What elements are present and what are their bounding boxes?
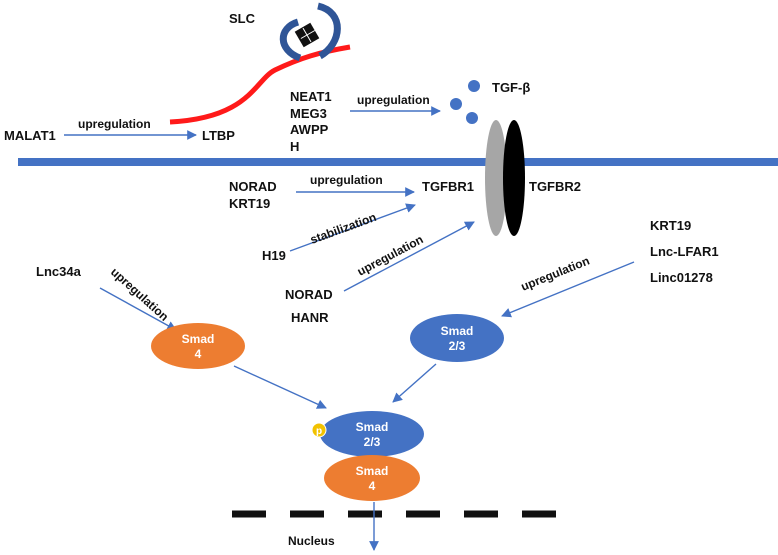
edge-label-norad-hanr-tgfbr1: upregulation [355,232,426,278]
arrow-norad-hanr-tgfbr1 [343,221,475,292]
edge-label-krt19-smad23: upregulation [519,254,592,294]
smad23-complex-node [320,411,424,457]
cell-membrane [18,158,778,166]
lnc34a-label: Lnc34a [36,264,82,279]
ltbp-label: LTBP [202,128,235,143]
tgf-beta-label: TGF-β [492,80,530,95]
krt19-left-label: KRT19 [229,196,270,211]
smad23-complex-line1: Smad [356,420,389,434]
smad4-complex-node [324,455,420,501]
malat1-label: MALAT1 [4,128,56,143]
h19-label: H19 [262,248,286,263]
smad4-node-line1: Smad [182,332,215,346]
edge-label-neat1-tgfb: upregulation [357,93,430,107]
lnc-lfar1-label: Lnc-LFAR1 [650,244,719,259]
smad4-complex-line2: 4 [369,479,376,493]
edge-label-h19-tgfbr1: stabilization [308,210,378,247]
phospho-icon [311,422,327,438]
arrow-krt19-smad23 [501,261,635,318]
arrow-smad4-complex [233,365,327,409]
tgfbr1-receptor [485,120,507,236]
neat1-label: NEAT1 [290,89,332,104]
smad4-node [151,323,245,369]
arrow-smad23-complex [392,363,437,403]
tgf-beta-ligand-icon [450,80,480,124]
tgfbr1-label: TGFBR1 [422,179,474,194]
nucleus-label: Nucleus [288,534,335,548]
slc-transporter-icon [279,2,341,62]
krt19-right-label: KRT19 [650,218,691,233]
hanr-label: HANR [291,310,329,325]
phospho-label: p [316,426,322,437]
awpp-label: AWPP [290,122,329,137]
edge-label-lnc34a-smad4: upregulation [108,265,171,324]
arrow-lnc34a-smad4 [99,287,177,331]
smad23-node [410,314,504,362]
smad23-node-line1: Smad [441,324,474,338]
norad-bottom-label: NORAD [285,287,333,302]
norad-top-label: NORAD [229,179,277,194]
meg3-label: MEG3 [290,106,327,121]
h-label: H [290,139,299,154]
smad23-complex-line2: 2/3 [364,435,381,449]
edge-label-malat1-ltbp: upregulation [78,117,151,131]
slc-label: SLC [229,11,256,26]
tgfbr2-label: TGFBR2 [529,179,581,194]
smad4-complex-line1: Smad [356,464,389,478]
smad4-node-line2: 4 [195,347,202,361]
tgfbr2-receptor [503,120,525,236]
smad23-node-line2: 2/3 [449,339,466,353]
edge-label-norad-tgfbr1: upregulation [310,173,383,187]
arrow-h19-tgfbr1 [289,203,416,252]
linc01278-label: Linc01278 [650,270,713,285]
